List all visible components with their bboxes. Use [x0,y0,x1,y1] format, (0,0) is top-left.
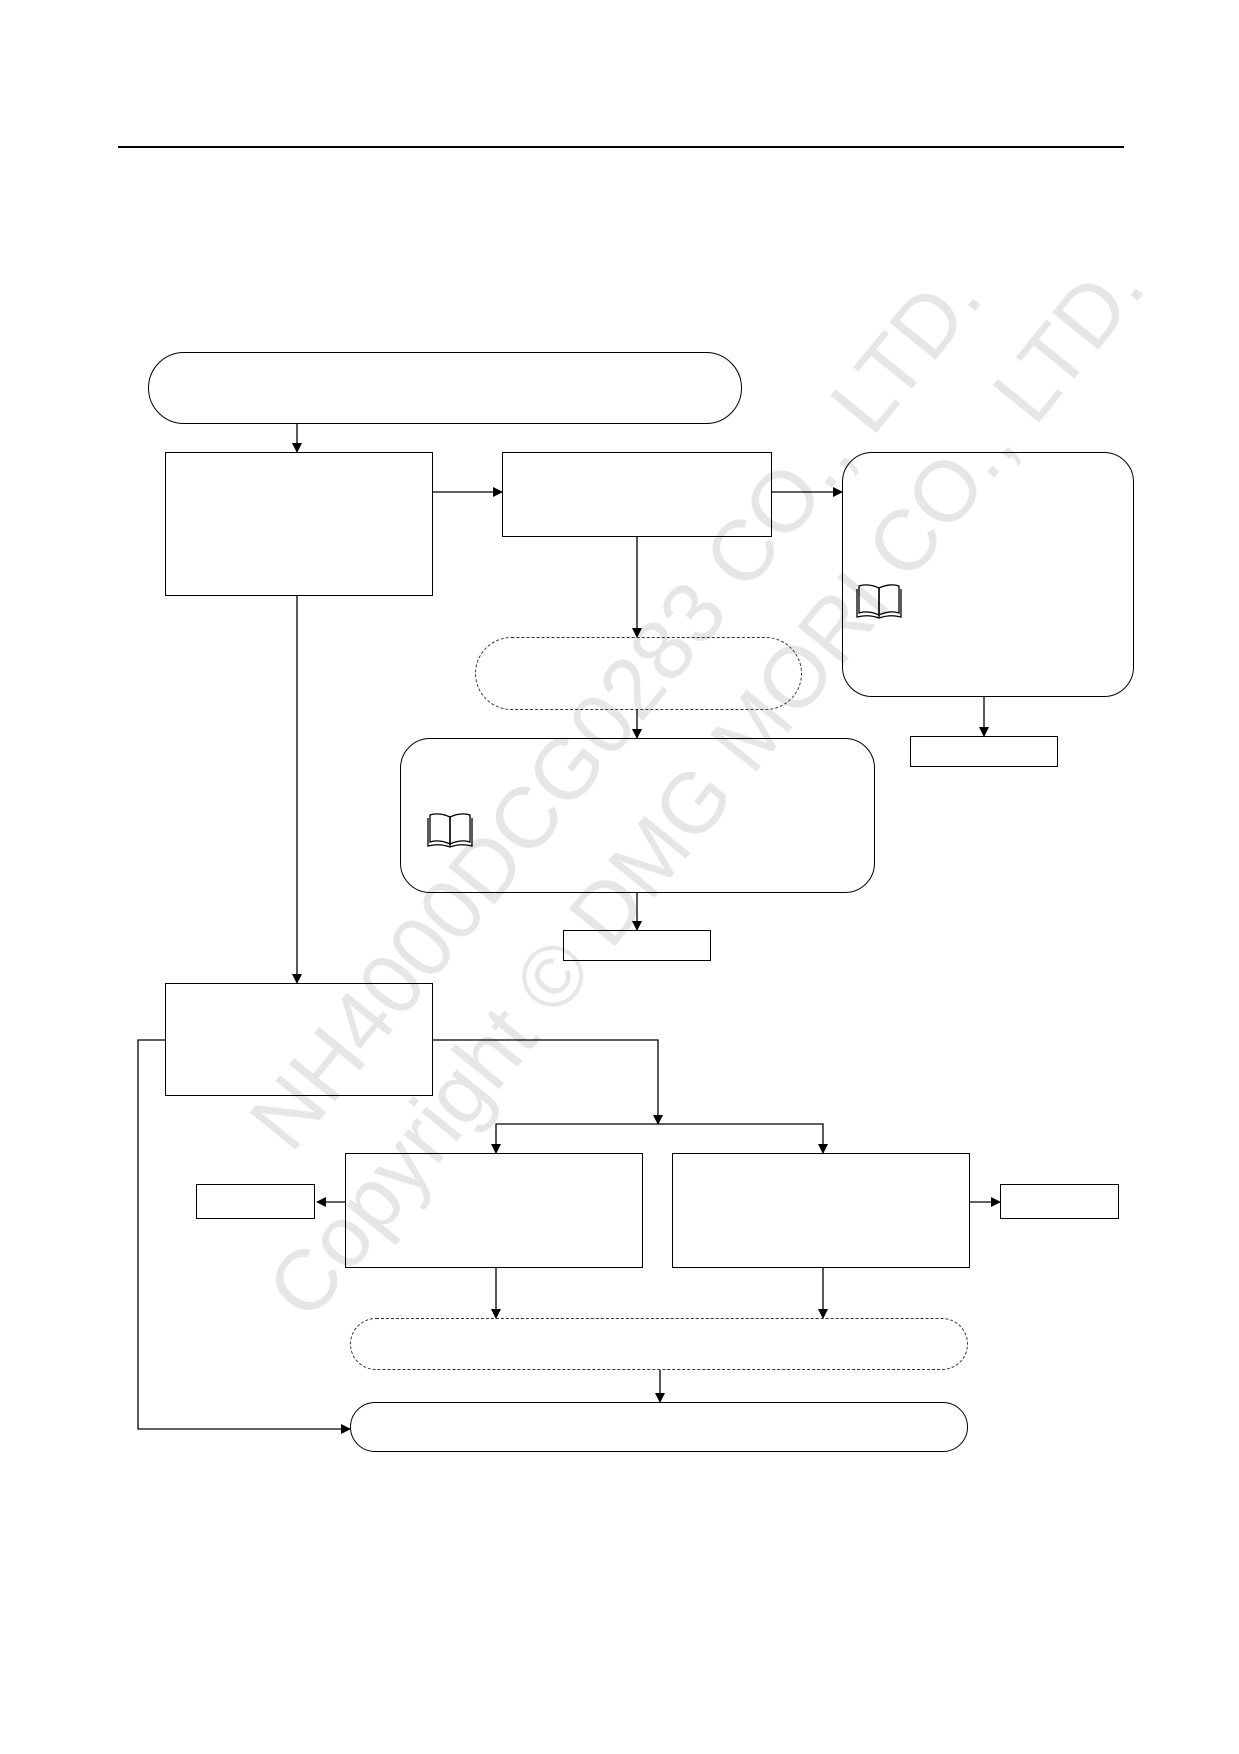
flow-result-d [563,930,711,961]
flow-step-f [345,1153,643,1268]
flow-step-c [842,452,1134,697]
flow-step-b [502,452,772,537]
flow-branch-dashed [475,637,802,710]
line-e-bypass-to-end [137,1039,351,1434]
flow-step-a [165,452,433,596]
flow-result-c [910,736,1058,767]
flow-step-g [672,1153,970,1268]
flow-step-e [165,983,433,1096]
flow-result-f [196,1184,315,1219]
flow-start [148,352,742,424]
manual-book-icon [427,813,473,848]
flow-result-g [1000,1184,1119,1219]
line-e-to-split [432,1039,663,1125]
header-rule [118,146,1124,148]
flow-step-d [400,738,875,893]
line-split-to-g [658,1123,828,1154]
flow-end [350,1402,968,1452]
flow-merge-dashed [350,1318,968,1370]
manual-book-icon [856,584,902,619]
line-split-to-f [491,1123,658,1154]
